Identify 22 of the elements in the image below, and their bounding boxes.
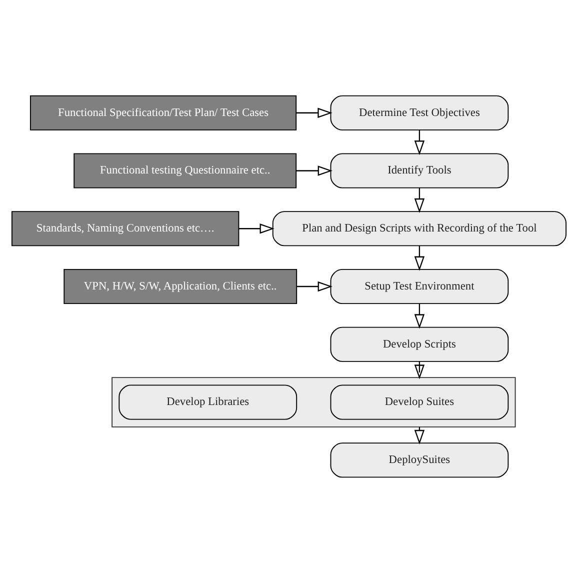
node-box: Develop Suites bbox=[330, 384, 509, 420]
arrow bbox=[296, 280, 332, 292]
arrow bbox=[414, 245, 425, 270]
arrow bbox=[238, 223, 274, 234]
node-box: Identify Tools bbox=[330, 152, 509, 188]
arrow bbox=[296, 165, 332, 176]
arrow bbox=[414, 187, 425, 213]
node-box: Develop Scripts bbox=[330, 326, 509, 362]
node-box: Plan and Design Scripts with Recording of the Tool bbox=[272, 210, 567, 246]
arrow bbox=[414, 303, 425, 328]
arrow bbox=[414, 130, 425, 155]
arrow bbox=[296, 107, 332, 118]
node-box: Develop Libraries bbox=[118, 384, 298, 420]
node-box: Setup Test Environment bbox=[330, 268, 509, 304]
node-box: Functional testing Questionnaire etc.. bbox=[74, 152, 297, 188]
arrow bbox=[414, 361, 425, 379]
node-box: DeploySuites bbox=[330, 442, 509, 478]
node-box: Determine Test Objectives bbox=[330, 94, 509, 130]
node-box: Standards, Naming Conventions etc…. bbox=[11, 210, 240, 246]
node-box: VPN, H/W, S/W, Application, Clients etc.. bbox=[64, 268, 298, 304]
cluster bbox=[112, 376, 516, 427]
node-box: Functional Specification/Test Plan/ Test Cases bbox=[30, 94, 297, 130]
